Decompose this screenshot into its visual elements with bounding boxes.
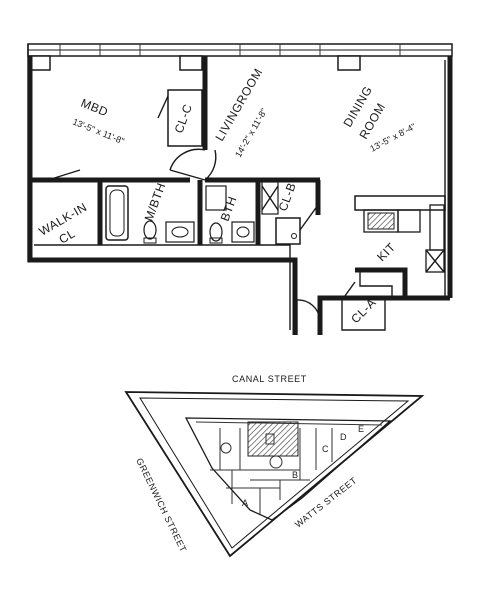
living-label: LIVINGROOM (212, 66, 265, 144)
site-outline (124, 391, 425, 558)
closet-a (341, 298, 386, 331)
apartment-plan: MBD 13'-5" x 11'-8" LIVINGROOM 14'-2" x … (27, 43, 453, 335)
mbth-door-arc (169, 148, 206, 171)
bathtub-mbth (105, 185, 129, 241)
closet-c-door (157, 95, 169, 119)
inner-south-line (34, 244, 291, 330)
window-pattern (28, 44, 452, 56)
unit-e: E (358, 424, 364, 434)
mbd-label: MBD (79, 96, 110, 120)
mbd-dims: 13'-5" x 11'-8" (71, 117, 125, 147)
unit-a: A (242, 498, 248, 508)
closet-b (261, 181, 279, 215)
unit-b: B (292, 470, 298, 480)
column-left (29, 55, 51, 71)
column-right (337, 55, 361, 71)
mbth-label: M/BTH (142, 181, 169, 223)
bth-door-arc (204, 149, 217, 181)
bth-label: BTH (218, 194, 240, 223)
north-street-label: CANAL STREET (232, 374, 307, 384)
cl-b-lower (275, 217, 301, 245)
clc-label: CL-C (172, 102, 195, 135)
refrigerator (425, 249, 445, 273)
closet-b-door (299, 204, 319, 231)
toilet-bth (209, 222, 223, 242)
kit-label: KIT (374, 240, 398, 264)
cooktop (367, 212, 395, 230)
south-street-label: WATTS STREET (293, 475, 359, 529)
entry-door-arc (296, 299, 321, 321)
column-center (179, 55, 203, 71)
toilet-mbth (143, 220, 157, 240)
building-footprint (184, 417, 392, 521)
clb-label: CL-B (276, 181, 299, 213)
site-plan: CANAL STREET A B C D E GREENWICH STREET … (124, 374, 425, 558)
west-street-label: GREENWICH STREET (134, 456, 188, 554)
unit-d: D (340, 432, 347, 442)
sink-mbth (165, 221, 195, 243)
site-inner-outline (139, 397, 410, 549)
kitchen (354, 195, 446, 298)
walkin-door (47, 169, 81, 181)
sink-bth (231, 221, 255, 243)
walkin-label-2: CL (57, 226, 78, 246)
unit-c: C (322, 444, 329, 454)
outer-wall-west-south (27, 56, 298, 335)
building-core (247, 421, 299, 457)
closet-c (167, 89, 203, 147)
